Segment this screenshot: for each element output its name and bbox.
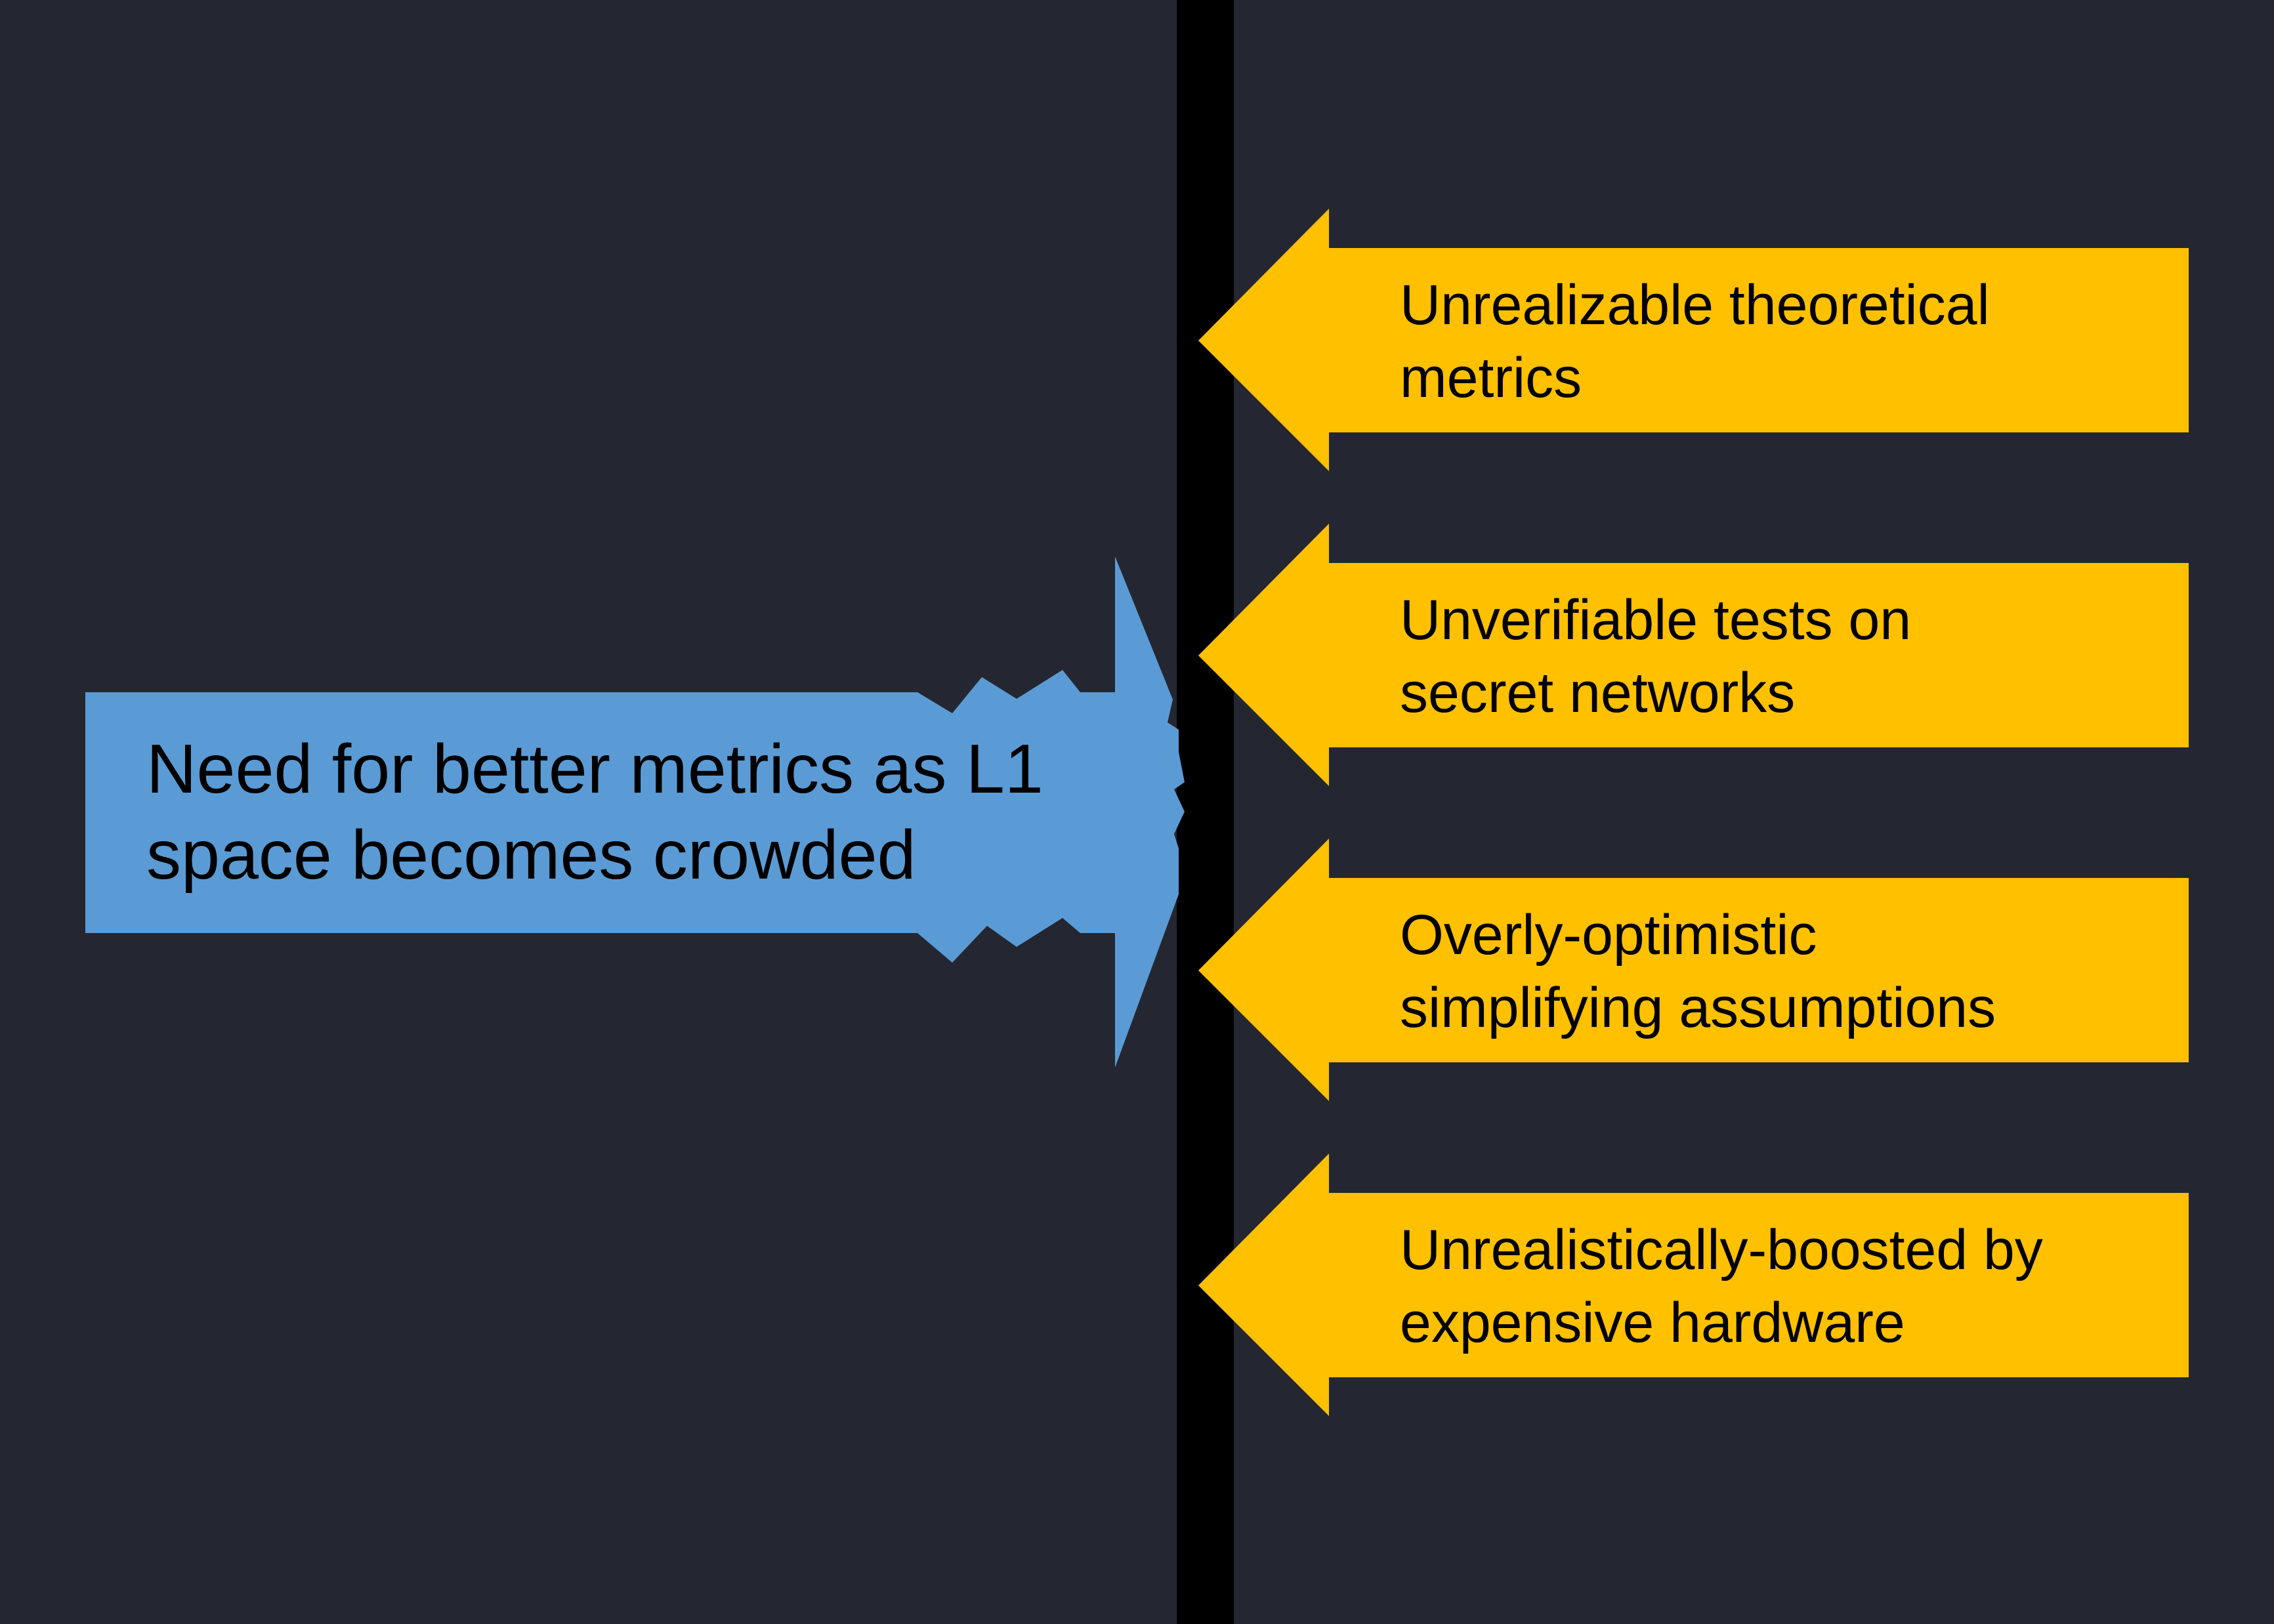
obstacle-arrow-2: Unverifiable tests on secret networks bbox=[1198, 524, 2189, 786]
main-label-line-2: space becomes crowded bbox=[146, 816, 916, 894]
obstacle-label: Unrealizable theoretical metrics bbox=[1400, 274, 2006, 409]
obstacle-arrow-1: Unrealizable theoretical metrics bbox=[1198, 209, 2189, 471]
obstacle-label: Unverifiable tests on secret networks bbox=[1400, 589, 1927, 724]
main-arrow bbox=[85, 556, 1185, 1068]
obstacle-arrow-shape bbox=[1198, 209, 2189, 471]
obstacle-label-line: Unrealizable theoretical bbox=[1400, 274, 1990, 337]
obstacle-label-line: expensive hardware bbox=[1400, 1291, 1905, 1354]
obstacle-label: Overly-optimistic simplifying assumption… bbox=[1400, 904, 1996, 1039]
obstacle-label-line: metrics bbox=[1400, 346, 1582, 409]
obstacle-label-line: Unrealistically-boosted by bbox=[1400, 1218, 2043, 1281]
barrier-wall bbox=[1177, 0, 1234, 1624]
obstacle-arrow-shape bbox=[1198, 1154, 2189, 1416]
main-label-line-1: Need for better metrics as L1 bbox=[146, 730, 1043, 808]
obstacle-arrow-shape bbox=[1198, 524, 2189, 786]
main-arrow-label: Need for better metrics as L1 space beco… bbox=[146, 730, 1063, 894]
obstacle-label-line: simplifying assumptions bbox=[1400, 976, 1996, 1039]
obstacle-label-line: Unverifiable tests on bbox=[1400, 589, 1911, 652]
obstacle-label-line: Overly-optimistic bbox=[1400, 904, 1817, 967]
obstacle-label-line: secret networks bbox=[1400, 661, 1795, 724]
obstacle-arrow-shape bbox=[1198, 839, 2189, 1101]
obstacle-label: Unrealistically-boosted by expensive har… bbox=[1400, 1218, 2059, 1354]
obstacle-arrow-3: Overly-optimistic simplifying assumption… bbox=[1198, 839, 2189, 1101]
obstacle-arrow-4: Unrealistically-boosted by expensive har… bbox=[1198, 1154, 2189, 1416]
